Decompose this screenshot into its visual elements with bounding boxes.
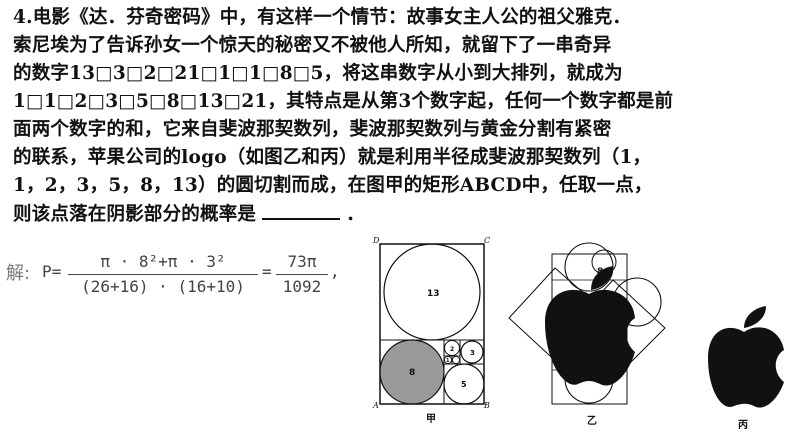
answer-blank[interactable]	[262, 202, 341, 220]
problem-line-5: 面两个数字的和，它来自斐波那契数列，斐波那契数列与黄金分割有紧密	[13, 119, 612, 140]
figure-bing: 丙	[708, 306, 784, 431]
circle-top-8	[564, 242, 614, 292]
figure-jia: 13 8 5 3 2 1 D C A B 甲	[372, 236, 490, 425]
vertex-label-b: B	[483, 401, 490, 410]
fraction-result-numerator: 73π	[287, 252, 317, 271]
fraction-main-numerator: π · 8²+π · 3²	[100, 252, 226, 271]
problem-line-3: 的数字13□3□2□21□1□1□8□5，将这串数字从小到大排列，就成为	[13, 63, 623, 84]
problem-line-1: 4.电影《达．芬奇密码》中，有这样一个情节：故事女主人公的祖父雅克．	[13, 7, 632, 28]
equals-sign: =	[262, 262, 272, 281]
circle-label-1: 1	[446, 358, 450, 364]
solution-label: 解:	[6, 263, 31, 284]
circle-1b	[452, 356, 460, 364]
circle-2	[444, 340, 460, 356]
circle-label-8: 8	[409, 368, 415, 378]
solution-formula: 解: P= π · 8²+π · 3² (26+16) · (16+10) = …	[6, 242, 366, 302]
circle-3-shaded	[460, 340, 484, 364]
fraction-main-denominator: (26+16) · (16+10)	[81, 277, 245, 296]
circle-label-2: 2	[450, 346, 454, 353]
fraction-main: π · 8²+π · 3² (26+16) · (16+10)	[68, 252, 258, 296]
fraction-result-bar	[276, 274, 328, 275]
problem-end-mark: ．	[346, 204, 365, 225]
figure-caption-bing: 丙	[738, 419, 748, 431]
circle-label-bottom: 8	[586, 369, 592, 379]
problem-question: 则该点落在阴影部分的概率是	[13, 204, 257, 225]
circle-label-top: 8	[597, 267, 603, 277]
circle-label-13: 13	[427, 289, 440, 299]
problem-line-2: 索尼埃为了告诉孙女一个惊天的秘密又不被他人所知，就留下了一串奇异	[13, 35, 612, 56]
circle-label-5: 5	[461, 380, 467, 389]
apple-leaf	[591, 266, 613, 290]
probability-symbol: P=	[42, 262, 62, 281]
problem-line-4: 1□1□2□3□5□8□13□21，其特点是从第3个数字起，任何一个数字都是前	[13, 91, 674, 112]
problem-line-7: 1，2，3，5，8，13）的圆切割而成，在图甲的矩形ABCD中，任取一点，	[13, 175, 653, 196]
apple-logo-leaf-icon	[744, 306, 766, 328]
problem-line-6: 的联系，苹果公司的logo（如图乙和丙）就是利用半径成斐波那契数列（1，	[13, 147, 652, 168]
circle-label-3: 3	[470, 349, 475, 357]
circle-1a	[444, 356, 452, 364]
fraction-result: 73π 1092	[276, 252, 328, 296]
vertex-label-c: C	[484, 236, 490, 245]
figure-caption-jia: 甲	[426, 413, 436, 425]
fraction-main-bar	[68, 274, 258, 275]
trailing-comma: ,	[330, 262, 340, 281]
figure-caption-yi: 乙	[587, 415, 597, 427]
figure-yi: 8 8 乙	[508, 242, 666, 427]
problem-line-8: 则该点落在阴影部分的概率是 ．	[13, 202, 365, 227]
fraction-result-denominator: 1092	[282, 277, 322, 296]
square-1b	[451, 355, 461, 365]
apple-logo-icon	[708, 327, 784, 408]
vertex-label-a: A	[372, 401, 379, 410]
apple-shape	[545, 289, 635, 386]
vertex-label-d: D	[372, 236, 380, 245]
